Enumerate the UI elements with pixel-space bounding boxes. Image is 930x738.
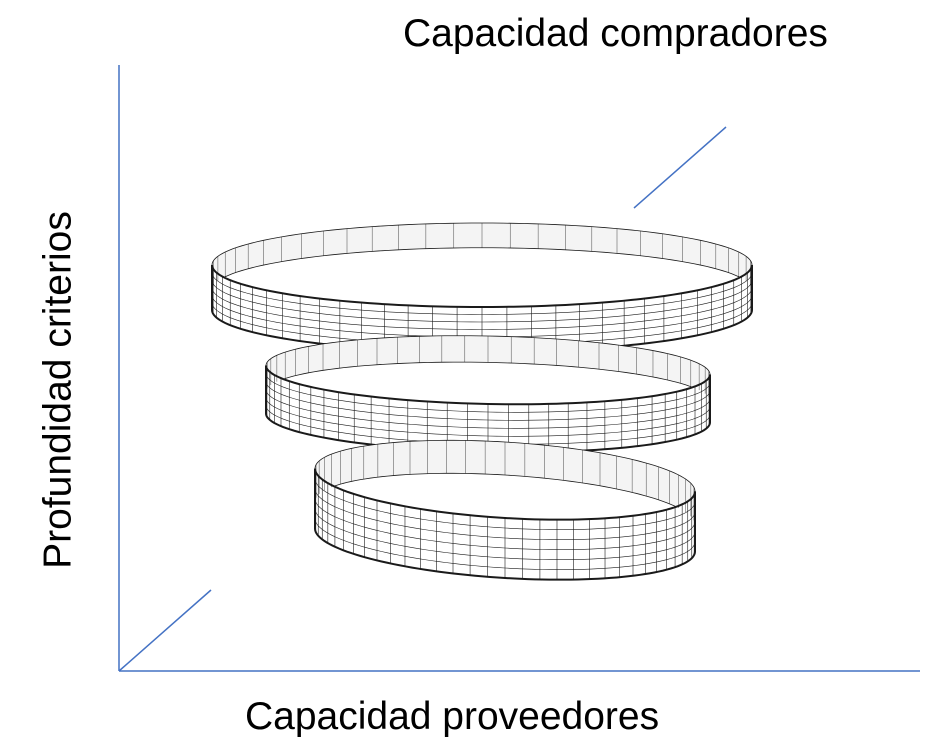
spiral-mesh [265,335,711,453]
axes [118,65,920,672]
depth-axis-far [633,126,727,209]
spiral-mesh [211,223,753,352]
spiral-turn-2 [265,335,711,454]
spiral-turn-3 [314,439,696,581]
bottom-axis-label: Capacidad proveedores [245,695,660,738]
top-axis-label: Capacidad compradores [403,12,828,55]
spiral-mesh [314,440,696,580]
depth-axis-near [118,589,212,672]
spiral-turn-1 [211,222,753,354]
spiral-ribbon [211,222,753,581]
left-axis-label: Profundidad criterios [36,211,80,569]
